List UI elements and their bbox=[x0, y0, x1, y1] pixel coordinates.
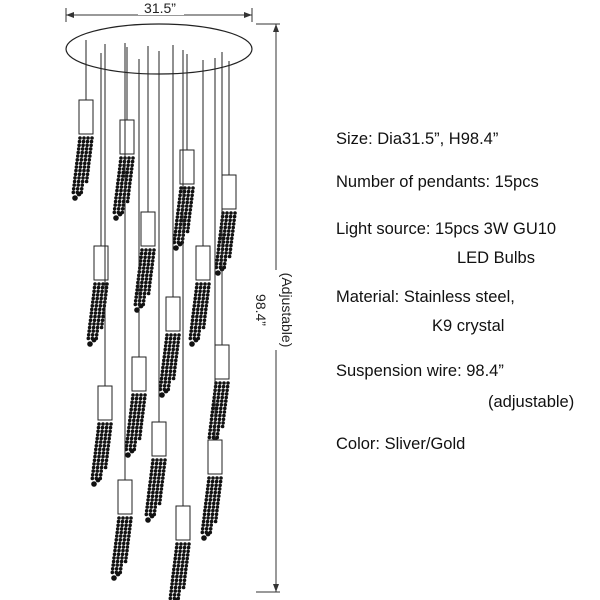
crystal-strand bbox=[86, 282, 109, 347]
pendants-group bbox=[71, 40, 237, 600]
spec-material-cont: K9 crystal bbox=[432, 317, 505, 335]
crystal-strand bbox=[207, 381, 230, 446]
pendant-tube bbox=[165, 296, 181, 332]
crystal-strand bbox=[90, 422, 113, 487]
spec-size: Size: Dia31.5”, H98.4” bbox=[336, 130, 499, 148]
crystal-strand bbox=[133, 248, 156, 313]
pendant-tube bbox=[214, 344, 230, 380]
pendant-tube bbox=[195, 245, 211, 281]
pendant bbox=[71, 40, 94, 201]
spec-material: Material: Stainless steel, bbox=[336, 288, 515, 306]
spec-color: Color: Sliver/Gold bbox=[336, 435, 466, 453]
crystal-strand bbox=[188, 282, 211, 347]
crystal-strand bbox=[110, 516, 133, 581]
crystal-strand bbox=[214, 211, 237, 276]
pendant bbox=[90, 44, 113, 487]
crystal-strand bbox=[144, 458, 167, 523]
pendant-tube bbox=[97, 385, 113, 421]
pendant bbox=[133, 46, 156, 313]
pendant bbox=[144, 51, 167, 523]
pendant-tube bbox=[131, 356, 147, 392]
pendant bbox=[86, 53, 109, 347]
crystal-strand bbox=[158, 333, 181, 398]
pendant-tube bbox=[151, 421, 167, 457]
crystal-strand bbox=[168, 542, 191, 600]
crystal-strand bbox=[112, 156, 135, 221]
spec-suspension-wire: Suspension wire: 98.4” bbox=[336, 362, 504, 380]
pendant-tube bbox=[117, 479, 133, 515]
pendant bbox=[124, 59, 147, 458]
pendant-tube bbox=[119, 119, 135, 155]
pendant-tube bbox=[140, 211, 156, 247]
spec-light-source: Light source: 15pcs 3W GU10 bbox=[336, 220, 557, 238]
spec-light-source-cont: LED Bulbs bbox=[457, 249, 535, 267]
spec-suspension-wire-cont: (adjustable) bbox=[488, 393, 575, 411]
crystal-strand bbox=[200, 476, 223, 541]
pendant-tube bbox=[207, 439, 223, 475]
pendant-tube bbox=[179, 149, 195, 185]
width-label: 31.5” bbox=[144, 0, 176, 16]
pendant bbox=[158, 45, 181, 398]
pendant-tube bbox=[175, 505, 191, 541]
pendant bbox=[172, 54, 195, 251]
pendant-tube bbox=[93, 245, 109, 281]
spec-pendant-count: Number of pendants: 15pcs bbox=[336, 173, 539, 191]
crystal-strand bbox=[124, 393, 147, 458]
pendant-tube bbox=[221, 174, 237, 210]
crystal-strand bbox=[71, 136, 94, 201]
pendant bbox=[200, 58, 223, 541]
crystal-strand bbox=[172, 186, 195, 251]
pendant bbox=[214, 61, 237, 276]
pendant bbox=[112, 47, 135, 221]
height-label: 98.4” bbox=[253, 294, 269, 326]
pendant bbox=[110, 43, 133, 581]
pendant bbox=[188, 60, 211, 347]
adjustable-note: (Adjustable) bbox=[279, 273, 295, 348]
pendant-tube bbox=[78, 99, 94, 135]
pendant bbox=[168, 50, 191, 600]
